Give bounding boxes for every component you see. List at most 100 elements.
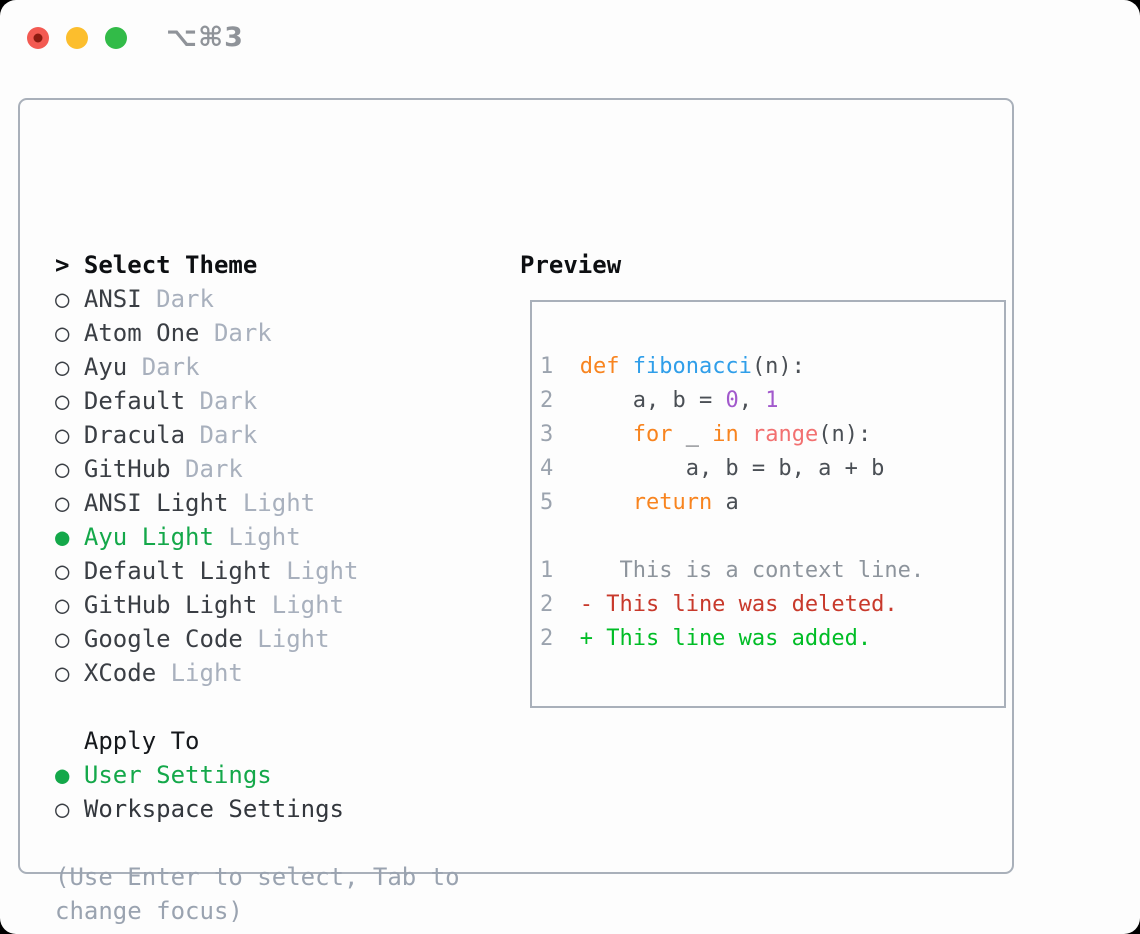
theme-option-default-light[interactable]: ○ Default Light Light (55, 554, 460, 588)
apply-option-label: Workspace Settings (83, 795, 344, 823)
line-number: 4 (540, 456, 554, 481)
theme-variant: Light (271, 557, 359, 585)
preview-code-line (540, 520, 998, 554)
select-theme-title: Select Theme (83, 251, 258, 279)
code-segment: (n): (818, 422, 872, 447)
apply-option-workspace-settings[interactable]: ○ Workspace Settings (55, 792, 460, 826)
code-segment: , (738, 388, 766, 413)
code-segment: a, b = b, a + b (579, 456, 885, 481)
prompt-icon: > (55, 251, 84, 279)
modified-indicator-icon (33, 33, 43, 43)
radio-icon: ○ (55, 795, 84, 823)
radio-icon: ○ (55, 625, 84, 653)
code-segment: 0 (725, 388, 739, 413)
radio-icon: ○ (55, 421, 84, 449)
line-number: 5 (540, 490, 554, 515)
radio-icon: ○ (55, 455, 84, 483)
code-segment (580, 490, 633, 515)
theme-option-ansi[interactable]: ○ ANSI Dark (55, 282, 460, 316)
theme-variant: Dark (127, 353, 200, 381)
theme-variant: Dark (141, 285, 214, 313)
line-number: 2 (540, 592, 554, 617)
radio-icon: ○ (55, 353, 84, 381)
theme-name: Default Light (83, 557, 272, 585)
theme-name: XCode (83, 659, 157, 687)
radio-icon: ○ (55, 591, 84, 619)
code-segment: fibonacci (632, 354, 752, 379)
radio-icon: ○ (55, 387, 84, 415)
hint-line-2: change focus) (55, 897, 243, 925)
apply-option-label: User Settings (83, 761, 272, 789)
radio-icon: ○ (55, 489, 84, 517)
theme-variant: Light (156, 659, 243, 687)
theme-variant: Light (257, 591, 344, 619)
theme-variant: Dark (199, 319, 272, 347)
hint-line-1: (Use Enter to select, Tab to (55, 863, 460, 891)
zoom-button[interactable] (105, 27, 127, 49)
close-button[interactable] (27, 27, 49, 49)
theme-option-github[interactable]: ○ GitHub Dark (55, 452, 460, 486)
radio-icon: ○ (55, 659, 84, 687)
theme-variant: Dark (185, 421, 258, 449)
theme-name: GitHub Light (83, 591, 258, 619)
code-segment (739, 422, 752, 447)
theme-name: Ayu Light (83, 523, 214, 551)
line-number: 2 (540, 388, 554, 413)
code-segment: This is a context line. (579, 558, 925, 583)
line-number: 2 (540, 626, 554, 651)
theme-name: Dracula (83, 421, 186, 449)
theme-name: Ayu (83, 353, 128, 381)
radio-icon: ● (55, 761, 84, 789)
radio-icon: ● (55, 523, 84, 551)
preview-code-line: 2 a, b = 0, 1 (540, 384, 998, 418)
theme-option-default[interactable]: ○ Default Dark (55, 384, 460, 418)
theme-option-google-code[interactable]: ○ Google Code Light (55, 622, 460, 656)
theme-option-atom-one[interactable]: ○ Atom One Dark (55, 316, 460, 350)
theme-selector-list: > Select Theme○ ANSI Dark○ Atom One Dark… (55, 248, 460, 928)
code-segment: range (751, 422, 819, 447)
minimize-button[interactable] (66, 27, 88, 49)
theme-option-ayu[interactable]: ○ Ayu Dark (55, 350, 460, 384)
preview-code-line: 3 for _ in range(n): (540, 418, 998, 452)
radio-icon: ○ (55, 319, 84, 347)
theme-option-ayu-light[interactable]: ● Ayu Light Light (55, 520, 460, 554)
titlebar (27, 26, 144, 50)
theme-name: Default (83, 387, 186, 415)
theme-variant: Light (213, 523, 301, 551)
line-number: 1 (540, 354, 554, 379)
theme-option-github-light[interactable]: ○ GitHub Light Light (55, 588, 460, 622)
preview-code-line: 2 - This line was deleted. (540, 588, 998, 622)
theme-variant: Dark (170, 455, 243, 483)
theme-variant: Light (242, 625, 330, 653)
apply-option-user-settings[interactable]: ● User Settings (55, 758, 460, 792)
preview-title: Preview (520, 251, 622, 279)
theme-option-dracula[interactable]: ○ Dracula Dark (55, 418, 460, 452)
code-segment: a (712, 490, 739, 515)
code-segment (580, 422, 633, 447)
preview-code-line: 1 This is a context line. (540, 554, 998, 588)
code-segment: - This line was deleted. (579, 592, 898, 617)
radio-icon: ○ (55, 285, 84, 313)
preview-code-line: 2+ This line was added. (540, 622, 998, 656)
preview-code-line: 5 return a (540, 486, 998, 520)
theme-variant: Dark (185, 387, 258, 415)
code-segment: _ (672, 422, 713, 447)
theme-option-xcode[interactable]: ○ XCode Light (55, 656, 460, 690)
code-segment: 1 (765, 388, 779, 413)
code-segment: def (579, 354, 633, 379)
line-number: 3 (540, 422, 554, 447)
window-title-shortcut: ⌥⌘3 (166, 22, 244, 53)
code-segment: for (632, 422, 673, 447)
main-panel: > Select Theme○ ANSI Dark○ Atom One Dark… (18, 98, 1014, 925)
code-segment: a, b = (579, 388, 726, 413)
apply-to-header: Apply To (55, 724, 460, 758)
theme-option-ansi-light[interactable]: ○ ANSI Light Light (55, 486, 460, 520)
preview-code-line: 4 a, b = b, a + b (540, 452, 998, 486)
apply-to-title: Apply To (55, 727, 200, 755)
code-segment: return (632, 490, 713, 515)
theme-variant: Light (228, 489, 316, 517)
theme-name: Atom One (83, 319, 200, 347)
